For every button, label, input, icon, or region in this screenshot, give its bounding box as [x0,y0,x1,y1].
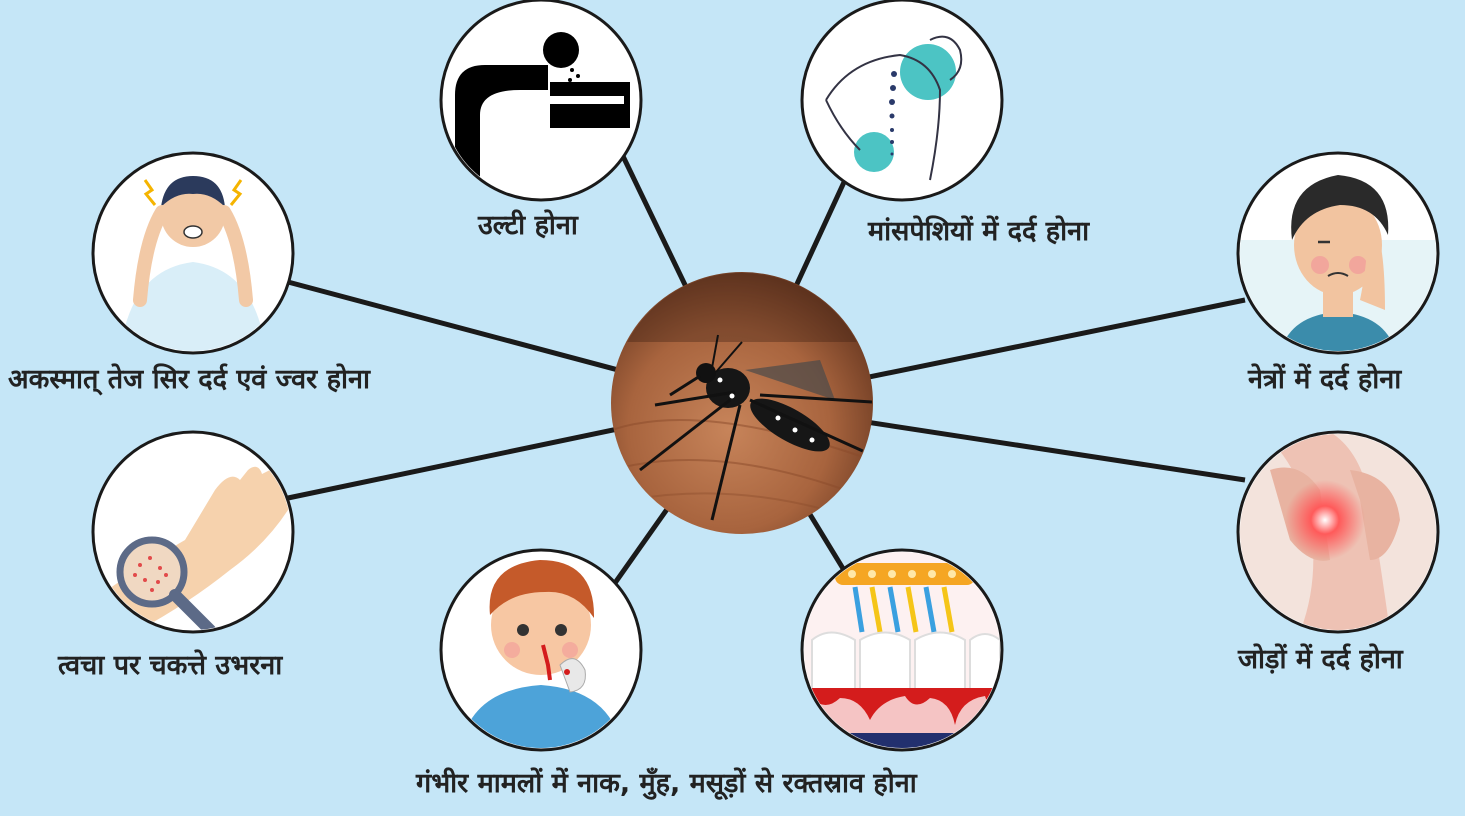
nose-bleed-icon [441,550,641,750]
label-joint-pain: जोड़ों में दर्द होना [1238,646,1403,673]
label-bleeding: गंभीर मामलों में नाक, मुँह, मसूड़ों से र… [416,770,917,797]
label-headache-fever: अकस्मात् तेज सिर दर्द एवं ज्वर होना [8,366,370,393]
skin-rash-icon [93,432,293,640]
headache-icon [93,153,293,353]
label-vomiting: उल्टी होना [478,212,578,239]
knee-pain-icon [1238,432,1438,632]
vomiting-icon [441,0,641,200]
label-muscle-pain: मांसपेशियों में दर्द होना [868,218,1089,245]
label-skin-rash: त्वचा पर चकत्ते उभरना [58,652,282,679]
muscle-pain-icon [802,0,1002,200]
label-eye-pain: नेत्रों में दर्द होना [1248,366,1401,393]
bleeding-gums-icon [802,550,1002,750]
mosquito-on-skin-icon [611,272,873,534]
eye-pain-icon [1238,153,1438,360]
